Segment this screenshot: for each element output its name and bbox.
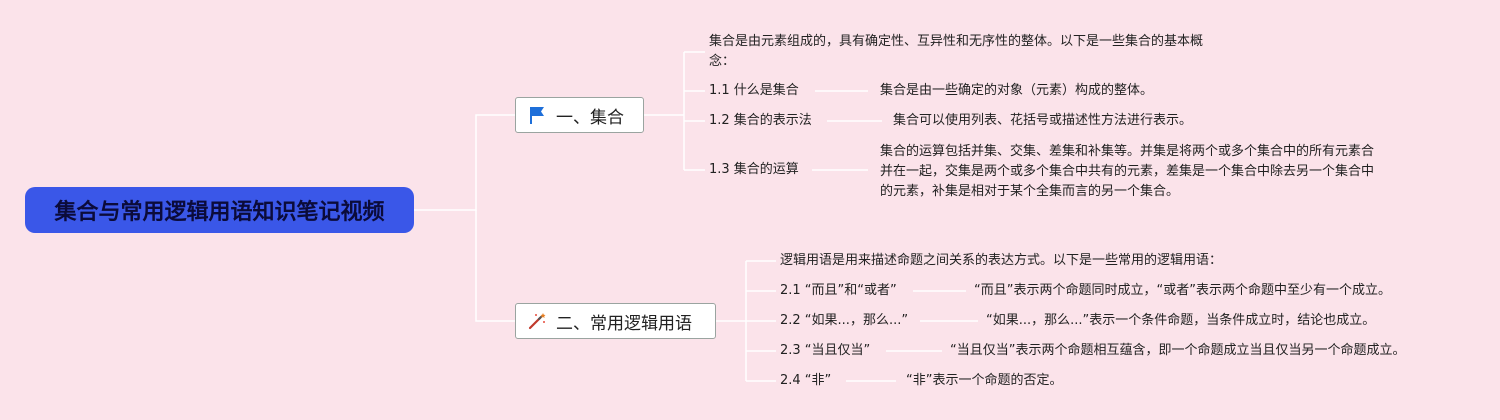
sets-item-1-title[interactable]: 1.1 什么是集合 — [709, 83, 799, 98]
branch-sets[interactable]: 一、集合 — [515, 97, 644, 133]
root-topic[interactable]: 集合与常用逻辑用语知识笔记视频 — [25, 187, 414, 233]
sets-item-3-desc: 集合的运算包括并集、交集、差集和补集等。并集是将两个或多个集合中的所有元素合并在… — [880, 144, 1375, 199]
logic-item-4-title[interactable]: 2.4 “非” — [780, 373, 832, 388]
sets-item-3-title[interactable]: 1.3 集合的运算 — [709, 162, 799, 177]
logic-item-1-desc: “而且”表示两个命题同时成立，“或者”表示两个命题中至少有一个成立。 — [974, 283, 1391, 298]
logic-item-3-title[interactable]: 2.3 “当且仅当” — [780, 343, 871, 358]
logic-item-3-desc: “当且仅当”表示两个命题相互蕴含，即一个命题成立当且仅当另一个命题成立。 — [950, 343, 1406, 358]
root-topic-label: 集合与常用逻辑用语知识笔记视频 — [54, 200, 385, 225]
branch-logic-terms[interactable]: 二、常用逻辑用语 — [515, 303, 716, 339]
logic-item-2-desc: “如果...，那么...”表示一个条件命题，当条件成立时，结论也成立。 — [986, 313, 1376, 328]
sets-item-2-desc: 集合可以使用列表、花括号或描述性方法进行表示。 — [893, 113, 1193, 128]
logic-item-2-title[interactable]: 2.2 “如果...，那么...” — [780, 313, 909, 328]
branch-logic-terms-label: 二、常用逻辑用语 — [556, 313, 692, 334]
logic-item-1-title[interactable]: 2.1 “而且”和“或者” — [780, 283, 897, 298]
sets-item-1-desc: 集合是由一些确定的对象（元素）构成的整体。 — [880, 83, 1154, 98]
sets-item-2-title[interactable]: 1.2 集合的表示法 — [709, 113, 812, 128]
sets-intro: 集合是由元素组成的，具有确定性、互异性和无序性的整体。以下是一些集合的基本概念： — [709, 34, 1204, 69]
logic-intro: 逻辑用语是用来描述命题之间关系的表达方式。以下是一些常用的逻辑用语： — [780, 253, 1223, 268]
branch-sets-label: 一、集合 — [556, 107, 624, 128]
magic-wand-icon — [526, 310, 548, 332]
logic-item-4-desc: “非”表示一个命题的否定。 — [906, 373, 1063, 388]
blue-flag-icon — [526, 104, 548, 126]
